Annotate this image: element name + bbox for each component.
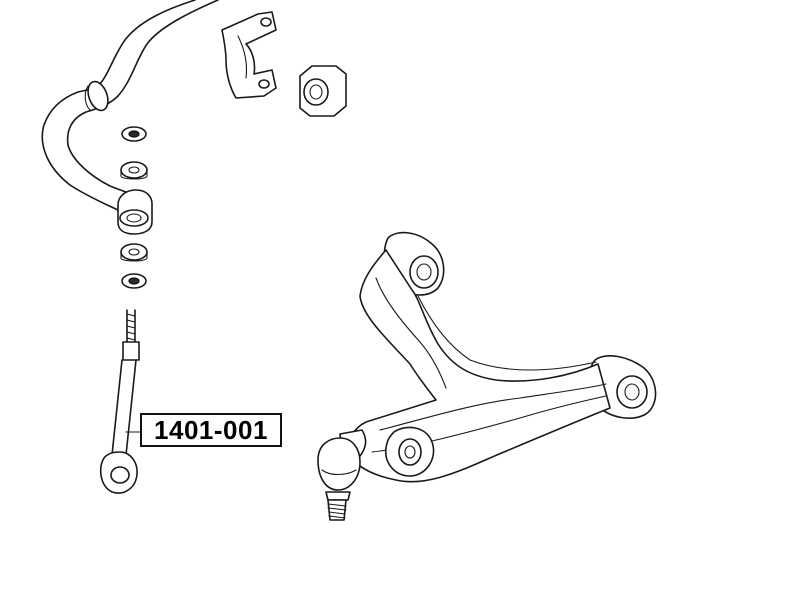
washer-stack	[120, 126, 148, 289]
control-arm	[348, 231, 657, 483]
bar-end-bushing	[117, 189, 153, 235]
bar-clamp-bracket	[221, 11, 277, 99]
bar-rubber-bushing	[299, 65, 347, 117]
stabilizer-link	[99, 309, 140, 494]
stabilizer-bar	[41, 0, 219, 213]
part-number-callout: 1401-001	[140, 413, 282, 447]
ball-joint	[317, 429, 367, 521]
